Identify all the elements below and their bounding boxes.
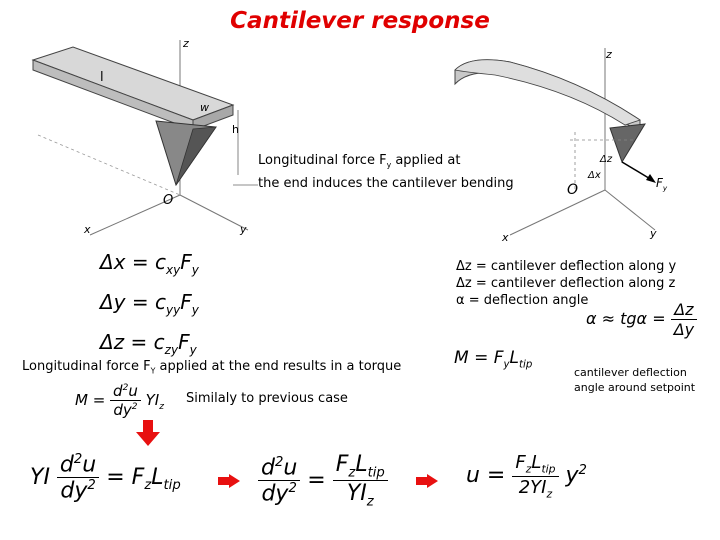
right-axis-y-label: y	[650, 227, 657, 240]
deflection-eq-x: Δx = cxyFy	[100, 250, 199, 277]
bending-caption: Longitudinal force Fy applied at the end…	[258, 153, 514, 191]
definition-line: Δz = cantilever deflection along z	[456, 276, 676, 291]
left-length-label: l	[100, 70, 104, 85]
left-axis-y-label: y	[240, 223, 247, 236]
deflection-eq-y: Δy = cyyFy	[100, 290, 199, 317]
deflection-eq-z: Δz = czyFy	[100, 330, 197, 357]
right-dx-label: Δx	[588, 170, 601, 181]
moment-equation: M = FyLtip	[454, 348, 533, 371]
left-axis-z-label: z	[183, 37, 189, 50]
right-arrow-icon	[416, 474, 438, 488]
deflection-equations: Δx = cxyFy Δy = cyyFy Δz = czyFy	[100, 246, 199, 366]
definition-line: Δz = cantilever deflection along y	[456, 259, 677, 274]
left-height-label: h	[232, 123, 239, 136]
right-axis-z-label: z	[606, 48, 612, 61]
right-force-label: Fy	[656, 176, 668, 193]
left-origin-label: O	[163, 193, 174, 208]
page-title: Cantilever response	[230, 8, 490, 34]
right-axis-x-label: x	[502, 231, 509, 244]
down-arrow-icon	[136, 420, 160, 446]
cantilever-figure-right	[454, 48, 656, 236]
right-origin-label: O	[567, 182, 579, 198]
right-dz-label: Δz	[600, 154, 613, 165]
angle-side-note: cantilever deflection angle around setpo…	[574, 366, 696, 394]
cantilever-figure-left	[31, 40, 258, 236]
right-arrow-icon	[218, 474, 240, 488]
left-axis-x-label: x	[84, 223, 91, 236]
left-width-label: w	[200, 101, 209, 114]
torque-caption: Longitudinal force FY applied at the end…	[22, 359, 402, 376]
definitions-block: Δz = cantilever deflection along y Δz = …	[456, 258, 676, 309]
similar-case-text: Similaly to previous case	[186, 391, 348, 406]
definition-line: α = deflection angle	[456, 293, 589, 308]
